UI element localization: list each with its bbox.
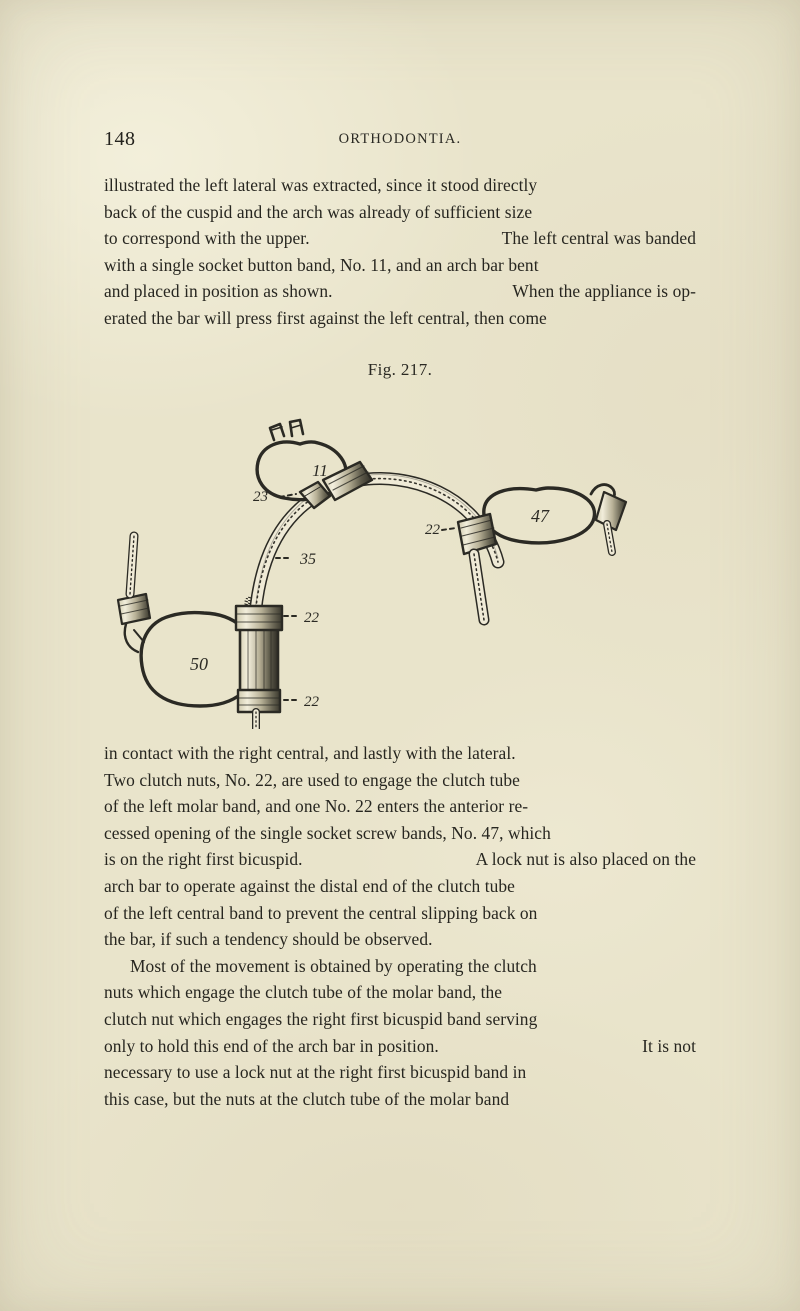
paragraph-top-line-1: illustrated the left lateral was extract… [104, 175, 538, 195]
figure-label-35: 35 [299, 551, 316, 568]
paragraph-top: illustrated the left lateral was extract… [104, 172, 696, 332]
paragraph-bottom-line-14: this case, but the nuts at the clutch tu… [104, 1088, 510, 1109]
paragraph-bottom-line-7: of the left central band to prevent the … [104, 902, 538, 923]
paragraph-top-line-3: to correspond with the upper. The left ce… [104, 225, 696, 252]
band-11 [255, 418, 348, 502]
paragraph-bottom-line-10: nuts which engage the clutch tube of the… [104, 982, 503, 1003]
clutch-nut-23 [298, 480, 332, 510]
paragraph-bottom-line-5: is on the right first bicuspid. A lock nu… [104, 846, 696, 873]
line-segment: only to hold this end of the arch bar in… [104, 1035, 439, 1056]
paragraph-top-line-5: and placed in position as shown. When the… [104, 278, 696, 305]
paragraph-bottom: in contact with the right central, and l… [104, 740, 696, 1112]
paragraph-bottom-line-12: only to hold this end of the arch bar in… [104, 1033, 696, 1060]
paragraph-top-line-4: with a single socket button band, No. 11… [104, 254, 539, 275]
figure-label-23: 23 [253, 489, 268, 505]
page-folio: 148 [104, 128, 136, 150]
paragraph-bottom-line-1: in contact with the right central, and l… [104, 743, 516, 763]
paragraph-top-line-6: erated the bar will press first against … [104, 307, 547, 328]
clutch-tube-upper [321, 460, 374, 502]
line-segment: When the appliance is op- [512, 281, 696, 302]
clutch-left-small [116, 531, 152, 654]
paragraph-bottom-line-11: clutch nut which engages the right first… [104, 1008, 538, 1029]
running-head-title: ORTHODONTIA. [338, 131, 462, 147]
paragraph-bottom-line-4: cessed opening of the single socket scre… [104, 822, 551, 843]
line-segment: and placed in position as shown. [104, 281, 333, 302]
label-leaders [275, 493, 457, 701]
line-segment: to correspond with the upper. [104, 228, 310, 249]
figure-label-47: 47 [531, 506, 550, 526]
figure-label-11: 11 [312, 461, 328, 480]
figure-illustration: 11 23 35 22 47 50 22 22 [104, 384, 696, 729]
clutch-nut-22-lower-top [234, 604, 284, 632]
paragraph-bottom-line-6: arch bar to operate against the distal e… [104, 875, 515, 896]
running-head: 148 ORTHODONTIA. [104, 128, 696, 150]
arch-bar-wire [244, 472, 505, 685]
line-segment: is on the right first bicuspid. [104, 849, 303, 870]
clutch-nut-22-lower-bottom [236, 688, 282, 729]
figure-217: Fig. 217. [104, 360, 696, 729]
figure-label-22-lower-top: 22 [304, 610, 320, 626]
band-47 [482, 483, 616, 545]
line-segment: The left central was banded [501, 228, 696, 249]
paragraph-bottom-line-3: of the left molar band, and one No. 22 e… [104, 796, 529, 817]
figure-label-22-right: 22 [425, 522, 441, 538]
figure-label-50: 50 [190, 654, 208, 674]
line-segment: It is not [642, 1035, 696, 1056]
clutch-nut-22-right [456, 512, 498, 626]
figure-caption: Fig. 217. [367, 360, 433, 379]
screw-post-right [594, 490, 628, 556]
paragraph-top-line-2: back of the cuspid and the arch was alre… [104, 201, 533, 222]
paragraph-bottom-line-8: the bar, if such a tendency should be ob… [104, 929, 433, 950]
clutch-tube-lower [238, 626, 280, 694]
line-segment: A lock nut is also placed on the [475, 849, 696, 870]
paragraph-bottom-line-13: necessary to use a lock nut at the right… [104, 1062, 527, 1083]
figure-label-22-lower-bottom: 22 [304, 694, 320, 710]
paragraph-bottom-line-9: Most of the movement is obtained by oper… [130, 955, 537, 976]
paragraph-bottom-line-2: Two clutch nuts, No. 22, are used to eng… [104, 769, 520, 790]
